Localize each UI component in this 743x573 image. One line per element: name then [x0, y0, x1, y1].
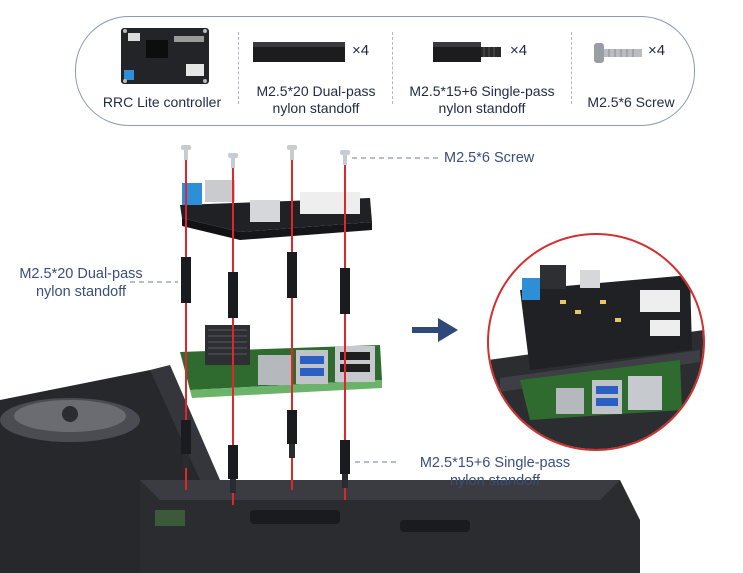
screw-icon	[594, 43, 642, 63]
callout-leaders	[130, 157, 440, 463]
single-standoff-label-line1: M2.5*15+6 Single-pass	[409, 83, 555, 99]
screw-qty: ×4	[648, 42, 666, 59]
single-standoffs	[181, 410, 350, 493]
callout-dual-line2: nylon standoff	[35, 284, 127, 300]
dual-standoff-label-line1: M2.5*20 Dual-pass	[256, 83, 376, 99]
top-screws	[181, 145, 350, 168]
controller-board	[180, 180, 372, 240]
dual-standoffs	[181, 252, 350, 318]
single-pass-standoff-icon	[433, 42, 501, 62]
raspberry-pi-board	[180, 325, 382, 398]
callout-single-line2: nylon standoff	[449, 473, 541, 489]
callout-screw: M2.5*6 Screw	[444, 150, 535, 166]
legend-separator	[238, 32, 239, 104]
callout-single-standoff: M2.5*15+6 Single-pass nylon standoff	[400, 454, 590, 490]
legend-separator	[571, 32, 572, 104]
zoom-detail	[487, 233, 705, 451]
dual-pass-standoff-icon	[253, 42, 345, 62]
dual-standoff-qty: ×4	[352, 42, 370, 59]
controller-board-icon	[121, 28, 209, 84]
screw-label: M2.5*6 Screw	[587, 94, 675, 110]
single-standoff-qty: ×4	[510, 42, 528, 59]
single-standoff-label: M2.5*15+6 Single-pass nylon standoff	[396, 83, 568, 117]
single-standoff-label-line2: nylon standoff	[438, 100, 526, 116]
callout-dual-standoff: M2.5*20 Dual-pass nylon standoff	[6, 265, 156, 301]
legend-separator	[392, 32, 393, 104]
callout-dual-line1: M2.5*20 Dual-pass	[19, 266, 143, 282]
callout-single-line1: M2.5*15+6 Single-pass	[419, 455, 571, 471]
arrow-right-icon	[412, 318, 458, 342]
controller-label: RRC Lite controller	[102, 94, 222, 110]
chassis	[0, 365, 640, 573]
dual-standoff-label-line2: nylon standoff	[272, 100, 360, 116]
dual-standoff-label: M2.5*20 Dual-pass nylon standoff	[243, 83, 389, 117]
